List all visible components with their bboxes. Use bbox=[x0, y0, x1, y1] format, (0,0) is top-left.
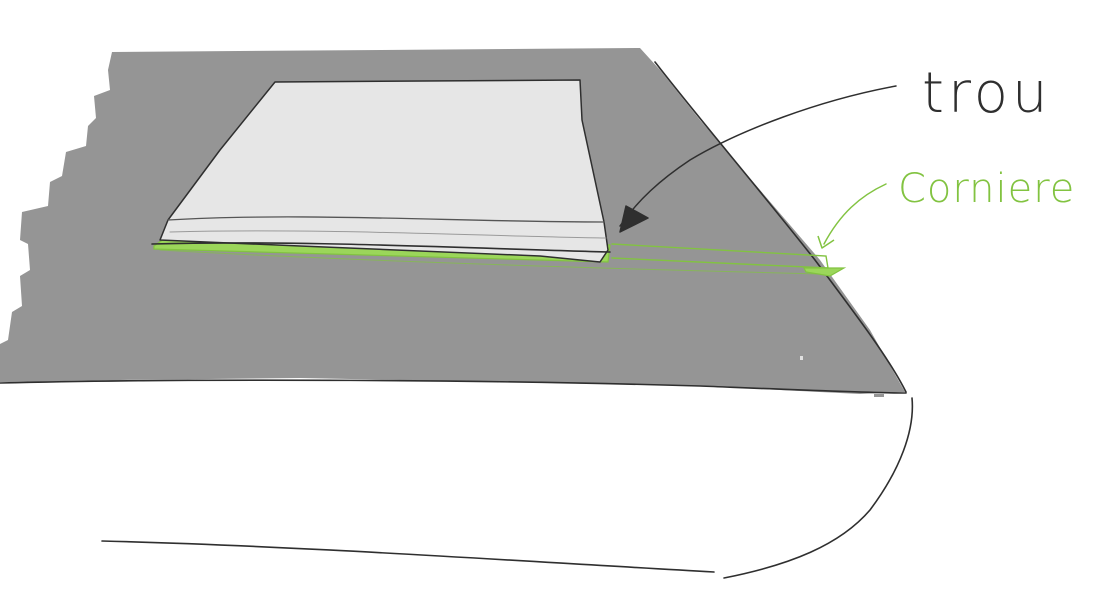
speck bbox=[874, 394, 884, 397]
angle-iron-label: Corniere bbox=[898, 166, 1075, 212]
speck bbox=[800, 356, 803, 360]
hole-label: trou bbox=[922, 61, 1052, 126]
